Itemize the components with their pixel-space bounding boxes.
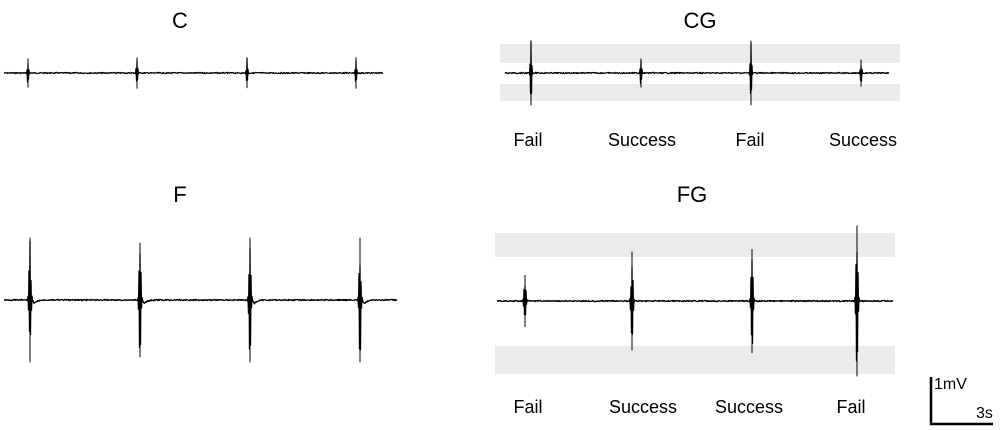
panel-fg-label-3: Success (715, 397, 783, 417)
threshold-band-upper (495, 233, 895, 257)
panel-fg-label-4: Fail (836, 397, 865, 417)
panel-title-c: C (172, 8, 188, 33)
panel-c: C (3, 8, 384, 89)
scale-bar-lines (929, 377, 993, 426)
threshold-band-lower (495, 346, 895, 374)
threshold-band-lower (500, 84, 900, 101)
scale-bar: 1mV 3s (929, 376, 993, 426)
scale-bar-time-label: 3s (976, 405, 993, 422)
panel-fg-trace (496, 251, 894, 362)
panel-cg-threshold-bands (500, 44, 900, 101)
scale-bar-voltage-label: 1mV (934, 376, 967, 393)
panel-cg-label-1: Fail (513, 130, 542, 150)
panel-title-fg: FG (677, 182, 708, 207)
panel-fg-label-2: Success (609, 397, 677, 417)
panel-f-trace (3, 240, 398, 351)
panel-fg-threshold-bands (495, 233, 895, 374)
panel-cg-trace (504, 40, 890, 95)
panel-fg: FG Fail Success Success Fail (495, 182, 895, 417)
panel-title-f: F (173, 182, 186, 207)
panel-cg: CG Fail Success Fail Success (500, 8, 900, 150)
panel-cg-label-4: Success (829, 130, 897, 150)
panel-fg-label-1: Fail (513, 397, 542, 417)
panel-cg-label-3: Fail (735, 130, 764, 150)
panel-title-cg: CG (684, 8, 717, 33)
panel-f: F (3, 182, 398, 363)
panel-c-trace (3, 57, 384, 83)
threshold-band-upper (500, 44, 900, 63)
panel-cg-label-2: Success (608, 130, 676, 150)
